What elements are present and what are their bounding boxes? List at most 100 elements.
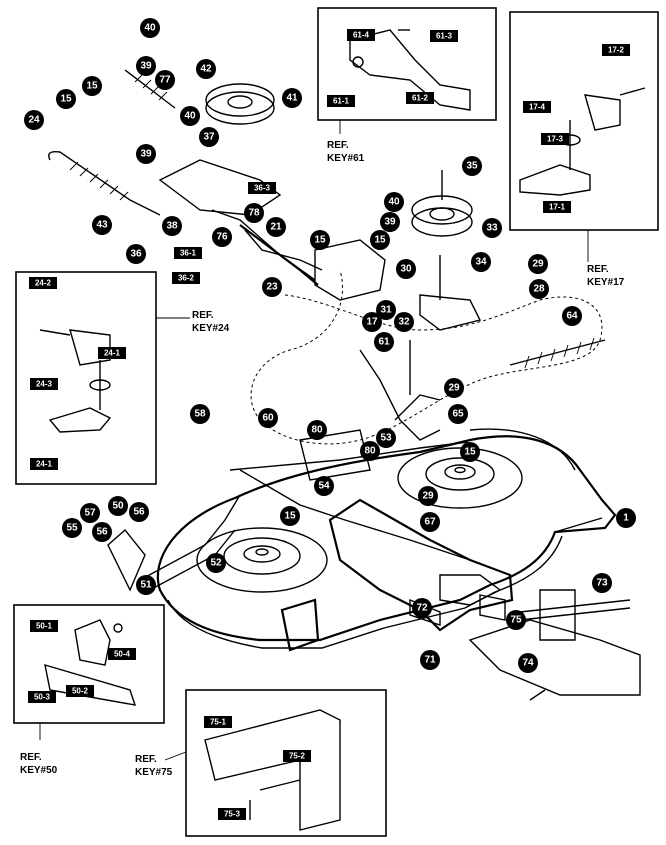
callout-label: 74 (522, 658, 534, 669)
callout-29: 29 (444, 378, 464, 398)
callout-39: 39 (136, 144, 156, 164)
callout-label: 36 (130, 249, 142, 260)
callout-marker (155, 70, 175, 90)
callout-label: 40 (184, 111, 196, 122)
svg-text:KEY#61: KEY#61 (327, 153, 365, 164)
callout-marker (136, 575, 156, 595)
callout-15: 15 (370, 230, 390, 250)
callout-15: 15 (56, 89, 76, 109)
idler-arm-31 (419, 255, 482, 331)
callout-marker (190, 404, 210, 424)
callout-marker (360, 441, 380, 461)
tag-label: 36-1 (180, 249, 197, 258)
tag-box (98, 347, 126, 359)
callout-15: 15 (310, 230, 330, 250)
ref75-leader (164, 751, 187, 761)
callout-marker (244, 203, 264, 223)
callout-35: 35 (462, 156, 482, 176)
callout-label: 15 (86, 81, 98, 92)
tag-75-2: 75-2 (283, 750, 311, 762)
callout-54: 54 (314, 476, 334, 496)
callout-marker (82, 76, 102, 96)
callout-label: 35 (466, 161, 478, 172)
callout-42: 42 (196, 59, 216, 79)
callout-marker (262, 277, 282, 297)
callout-label: 39 (140, 61, 152, 72)
callout-marker (370, 230, 390, 250)
callout-56: 56 (129, 502, 149, 522)
tag-label: 61-3 (436, 32, 453, 41)
callout-label: 1 (623, 513, 629, 524)
callout-label: 29 (448, 383, 460, 394)
tag-75-1: 75-1 (204, 716, 232, 728)
callout-label: 72 (416, 603, 428, 614)
callout-marker (108, 496, 128, 516)
tag-box (28, 691, 56, 703)
callout-label: 73 (596, 578, 608, 589)
callout-77: 77 (155, 70, 175, 90)
callout-61: 61 (374, 332, 394, 352)
callout-57: 57 (80, 503, 100, 523)
callout-33: 33 (482, 218, 502, 238)
tag-box (30, 620, 58, 632)
callout-label: 15 (374, 235, 386, 246)
callout-75: 75 (506, 610, 526, 630)
callout-17: 17 (362, 312, 382, 332)
callout-label: 64 (566, 311, 578, 322)
callout-30: 30 (396, 259, 416, 279)
callout-label: 80 (311, 425, 323, 436)
tag-box (347, 29, 375, 41)
callout-label: 51 (140, 580, 152, 591)
callout-label: 67 (424, 517, 436, 528)
callout-36: 36 (126, 244, 146, 264)
callout-40: 40 (384, 192, 404, 212)
tag-24-1: 24-1 (98, 347, 126, 359)
drive-belt (250, 269, 603, 445)
callout-label: 61 (378, 337, 390, 348)
callout-80: 80 (307, 420, 327, 440)
callout-label: 65 (452, 409, 464, 420)
tag-label: 50-4 (114, 650, 131, 659)
tag-50-1: 50-1 (30, 620, 58, 632)
callout-marker (136, 144, 156, 164)
callout-29: 29 (528, 254, 548, 274)
tag-label: 61-2 (412, 94, 429, 103)
tag-box (30, 378, 58, 390)
callout-78: 78 (244, 203, 264, 223)
ref-key61: REF. KEY#61 (327, 140, 365, 164)
callout-label: 31 (380, 305, 392, 316)
pulley-33 (411, 170, 473, 237)
callout-74: 74 (518, 653, 538, 673)
callout-64: 64 (562, 306, 582, 326)
callout-marker (92, 522, 112, 542)
bracket-17 (314, 239, 386, 301)
callout-marker (562, 306, 582, 326)
callout-marker (592, 573, 612, 593)
callout-marker (506, 610, 526, 630)
arm-61-53 (359, 340, 441, 441)
callout-label: 42 (200, 64, 212, 75)
callout-56: 56 (92, 522, 112, 542)
callout-marker (418, 486, 438, 506)
left-spindle (196, 527, 328, 593)
tag-label: 24-2 (35, 279, 52, 288)
callout-label: 54 (318, 481, 330, 492)
callout-label: 56 (133, 507, 145, 518)
callout-53: 53 (376, 428, 396, 448)
callout-marker (180, 106, 200, 126)
svg-text:KEY#24: KEY#24 (192, 323, 230, 334)
callout-label: 15 (60, 94, 72, 105)
callout-39: 39 (136, 56, 156, 76)
callout-marker (310, 230, 330, 250)
tag-17-4: 17-4 (523, 101, 551, 113)
tag-box (406, 92, 434, 104)
link-50 (107, 494, 241, 592)
tag-label: 61-4 (353, 31, 370, 40)
callout-label: 29 (532, 259, 544, 270)
callout-label: 32 (398, 317, 410, 328)
tag-label: 17-1 (549, 203, 566, 212)
top-pulley-41 (205, 83, 275, 125)
callout-71: 71 (420, 650, 440, 670)
tag-label: 17-4 (529, 103, 546, 112)
callout-label: 75 (510, 615, 522, 626)
